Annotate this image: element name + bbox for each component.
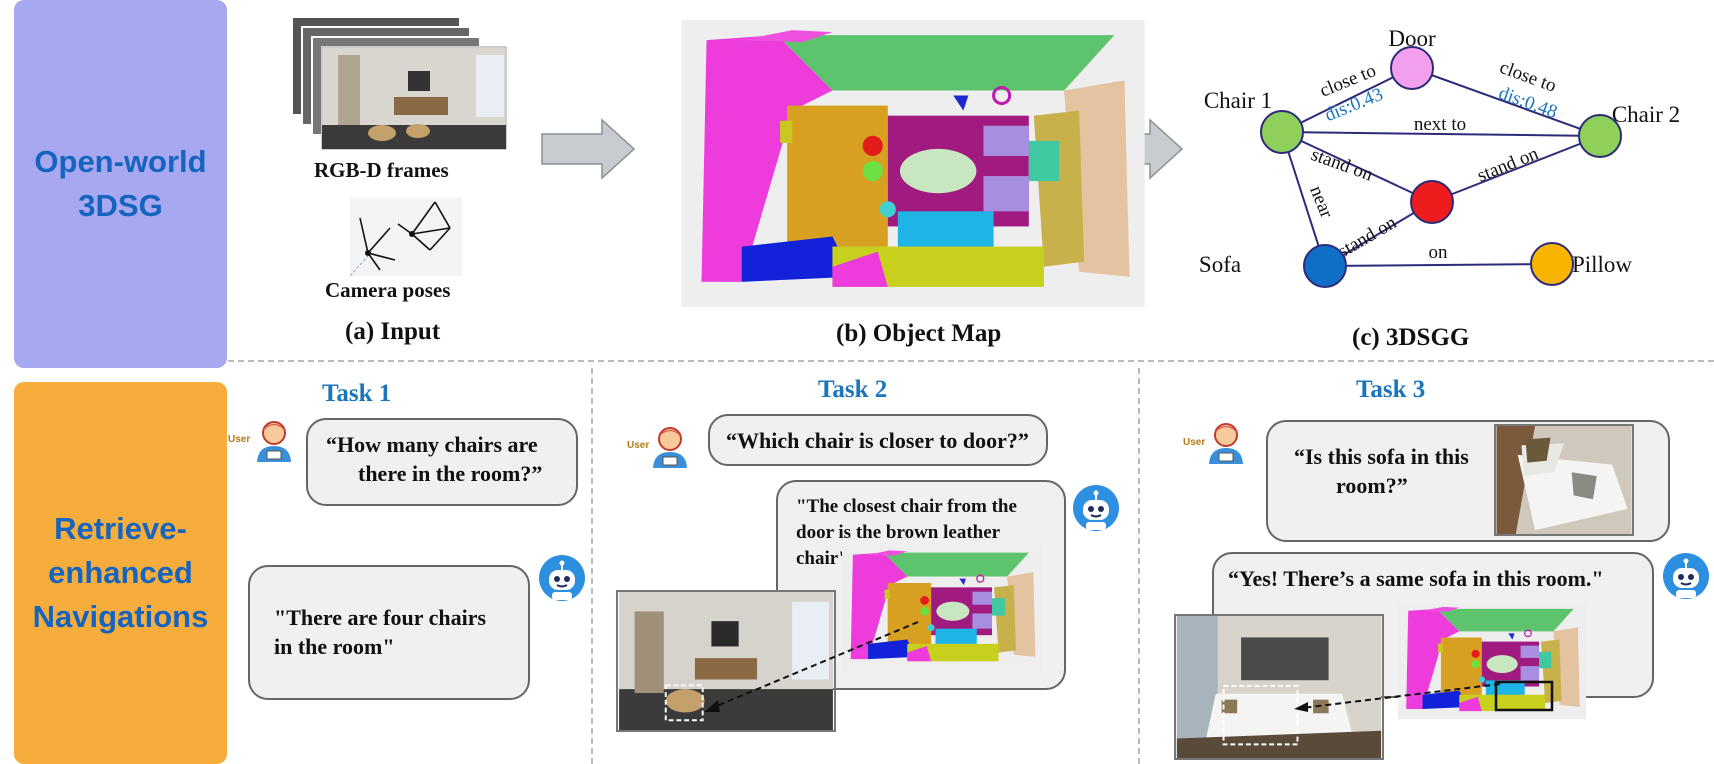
task-2-answer-line-1: "The closest chair from the [796,496,1017,517]
task-3-title: Task 3 [1356,376,1426,403]
graph-edge [1281,131,1601,137]
task-2-answer-line-3: chair" [796,548,849,569]
arrow-right-icon [541,118,636,180]
graph-edge [1281,131,1326,267]
task-3-question-line-2: room?” [1336,473,1408,498]
task-1-answer-line-2: in the room" [274,634,395,659]
camera-poses-label: Camera poses [325,278,451,302]
object-map-pointcloud [679,20,1147,307]
graph-node [1260,110,1304,154]
rgbd-frames-stack [291,16,507,150]
user-label: User [627,440,650,451]
task-3-question-line-1: “Is this sofa in this [1294,444,1469,469]
task-2-question-bubble: “Which chair is closer to door?” [708,414,1048,466]
graph-edge-label: stand on [1334,212,1400,262]
graph-node [1303,244,1347,288]
sidebar-retrieve-enhanced-navigations: Retrieve- enhanced Navigations [14,382,227,764]
rgbd-frames-label: RGB-D frames [314,158,449,182]
graph-edge-label: stand on [1308,144,1376,186]
graph-edge [1281,131,1433,203]
user-avatar-icon [1206,420,1246,464]
graph-node-label: Chair 1 [1204,88,1272,113]
sidebar-top-line-1: Open-world [34,144,207,179]
graph-edge [1411,67,1601,137]
graph-node-label: Pillow [1572,252,1632,277]
graph-node-label: Door [1388,26,1436,51]
task-3-sofa-photo [1494,424,1634,536]
task-2-link-arrow [704,621,919,712]
task-2-title: Task 2 [818,376,888,403]
task-1-question-bubble: “How many chairs are there in the room?” [306,418,578,506]
section-divider [228,360,1714,362]
graph-node [1530,242,1574,286]
task-2-room-photo [616,590,836,732]
graph-edge [1281,67,1413,133]
user-avatar-icon [650,424,690,468]
task-3-link-arrow [1294,683,1501,712]
graph-edge [1431,135,1601,203]
robot-assistant-icon [1072,484,1120,532]
sidebar-top-line-2: 3DSG [78,188,163,223]
graph-node [1410,180,1454,224]
sidebar-bottom-line-2: enhanced [48,555,193,590]
graph-edge-label: next to [1414,114,1466,135]
robot-assistant-icon [538,554,586,602]
task-2-answer-line-2: door is the brown leather [796,522,1001,543]
robot-assistant-icon [1662,552,1710,600]
task-divider-1 [591,368,593,764]
panel-c-caption: (c) 3DSGG [1352,324,1470,351]
graph-node-label: Sofa [1199,252,1241,277]
task-3-room-photo [1174,614,1384,760]
graph-node-label: Chair 2 [1612,102,1680,127]
user-avatar-icon [254,418,294,462]
graph-node [1390,46,1434,90]
task-1-answer-bubble: "There are four chairs in the room" [248,565,530,700]
task-1-answer-line-1: "There are four chairs [274,605,487,630]
sidebar-bottom-line-3: Navigations [32,599,209,634]
task-2-question-text: “Which chair is closer to door?” [726,428,1029,453]
camera-poses-diagram [350,198,462,276]
user-label: User [1183,437,1206,448]
panel-a-caption: (a) Input [345,318,441,345]
sidebar-open-world-3dsg: Open-world 3DSG [14,0,227,368]
graph-edge-label: on [1429,242,1449,263]
sidebar-bottom-line-1: Retrieve- [54,511,187,546]
user-label: User [228,434,251,445]
panel-b-caption: (b) Object Map [836,320,1002,347]
graph-edge [1324,263,1553,267]
task-1-question-line-1: “How many chairs are [326,432,538,457]
task-3-object-map [1398,602,1586,720]
task-1-title: Task 1 [322,380,392,407]
graph-edge-label: near [1305,183,1337,222]
graph-edge-label: stand on [1474,143,1542,187]
task-1-question-line-2: there in the room?” [358,461,543,486]
task-divider-2 [1138,368,1140,764]
graph-node [1578,114,1622,158]
task-3-answer-text: “Yes! There’s a same sofa in this room." [1228,566,1604,591]
